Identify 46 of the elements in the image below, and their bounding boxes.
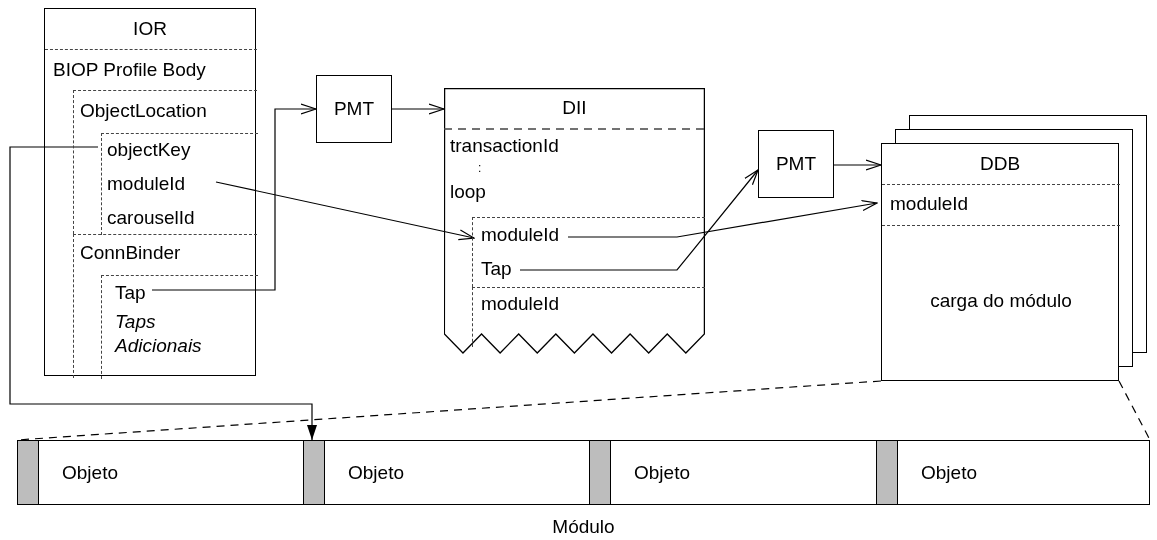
- box-title: ConnBinder: [80, 241, 181, 265]
- arrow: [9, 146, 317, 441]
- box-title: IOR: [132, 17, 168, 41]
- field-label: moduleId: [481, 223, 565, 249]
- node-label: Módulo: [552, 515, 615, 539]
- payload-label: carga do módulo: [919, 289, 1083, 315]
- table-box: [758, 130, 834, 198]
- box-title: BIOP Profile Body: [53, 58, 206, 82]
- field-label: carouselId: [107, 206, 207, 232]
- field-group-box: [101, 133, 258, 235]
- field-label: objectKey: [107, 138, 203, 164]
- block-box: [881, 143, 1119, 381]
- field-label: moduleId: [107, 172, 219, 198]
- field-label: Tap: [481, 257, 517, 283]
- connector-line: [1118, 380, 1151, 441]
- field-label: loop: [450, 180, 494, 206]
- loop-box: [472, 217, 705, 287]
- box-title: DDB: [978, 152, 1022, 176]
- arrow: [833, 159, 882, 171]
- arrow: [567, 200, 878, 238]
- field-group-box: [101, 275, 258, 379]
- arrow: [391, 103, 445, 115]
- object-label: Objeto: [348, 461, 404, 485]
- module-bar: [17, 440, 1150, 505]
- loop-box: [472, 287, 705, 347]
- arrow: [215, 181, 475, 241]
- field-label: Tap: [115, 281, 151, 307]
- object-label: Objeto: [62, 461, 118, 485]
- object-label: Objeto: [921, 461, 977, 485]
- arrow: [519, 169, 759, 271]
- object-label: Objeto: [634, 461, 690, 485]
- section-box: [73, 234, 257, 378]
- box-title: moduleId: [481, 292, 560, 316]
- box-title: ObjectLocation: [80, 99, 207, 123]
- section-box: [73, 90, 257, 234]
- field-box: [882, 184, 1120, 226]
- document-shape: [444, 88, 705, 354]
- box-title: PMT: [332, 97, 376, 121]
- ellipsis-mark: :: [478, 160, 482, 177]
- box-title: DII: [561, 96, 588, 120]
- field-label: transactionId: [450, 134, 580, 160]
- field-label: Taps Adicionais: [115, 310, 225, 360]
- table-box: [316, 75, 392, 143]
- box-title: PMT: [774, 152, 818, 176]
- arrow: [151, 103, 317, 291]
- box-title: moduleId: [890, 192, 969, 216]
